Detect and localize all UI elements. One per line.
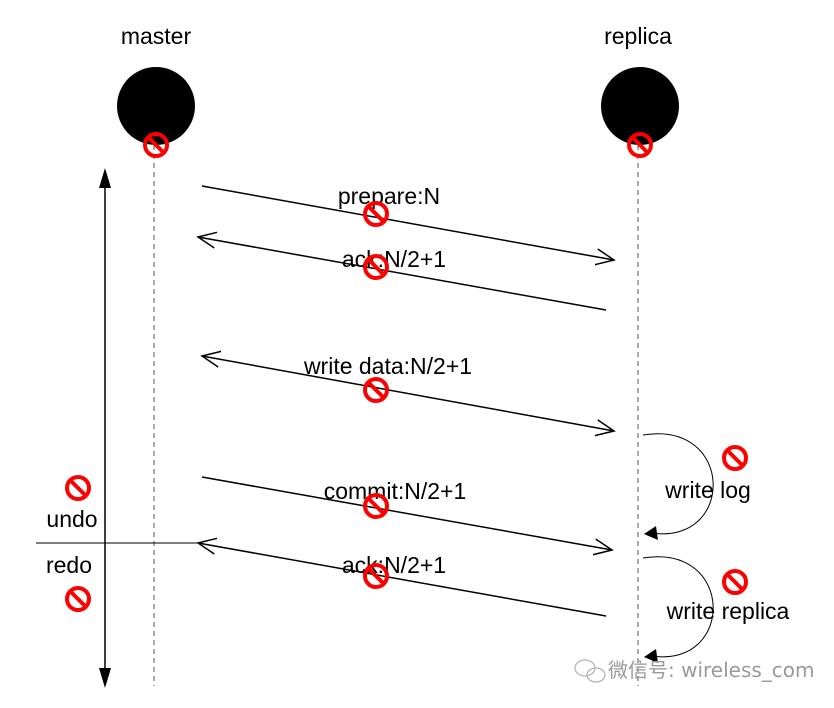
participant-node-replica — [601, 67, 679, 145]
message-arrow-ack-1 — [198, 237, 607, 311]
self-action-label-write-replica: write replica — [666, 598, 790, 624]
message-arrow-ack-2 — [198, 543, 607, 617]
watermark-text: 微信号: wireless_com — [608, 658, 815, 682]
self-loop-write-log — [642, 433, 714, 535]
message-arrow-write-data — [202, 356, 614, 431]
message-arrow-prepare — [201, 185, 614, 260]
message-label-ack-1: ack:N/2+1 — [342, 246, 446, 272]
self-loop-write-replica — [642, 556, 714, 658]
phase-label-undo: undo — [46, 506, 97, 532]
message-label-write-data: write data:N/2+1 — [303, 353, 472, 379]
no-symbol-icon — [65, 475, 91, 501]
no-symbol-icon — [722, 445, 748, 471]
no-symbol-icon — [363, 377, 389, 403]
no-symbol-icon — [722, 569, 748, 595]
arrowhead-icon — [644, 526, 658, 540]
self-action-label-write-log: write log — [664, 477, 751, 503]
arrowhead-icon — [644, 649, 658, 663]
no-symbol-icon — [65, 586, 91, 612]
participant-node-master — [117, 67, 195, 145]
participant-label-replica: replica — [604, 23, 672, 49]
wechat-icon — [574, 659, 606, 683]
phase-label-redo: redo — [46, 552, 92, 578]
participant-label-master: master — [121, 23, 192, 49]
message-label-commit: commit:N/2+1 — [324, 478, 467, 504]
arrow-down-icon — [99, 668, 111, 688]
message-arrow-commit — [201, 476, 612, 550]
arrow-up-icon — [99, 168, 111, 188]
message-label-ack-2: ack:N/2+1 — [342, 552, 446, 578]
message-label-prepare: prepare:N — [338, 183, 440, 209]
